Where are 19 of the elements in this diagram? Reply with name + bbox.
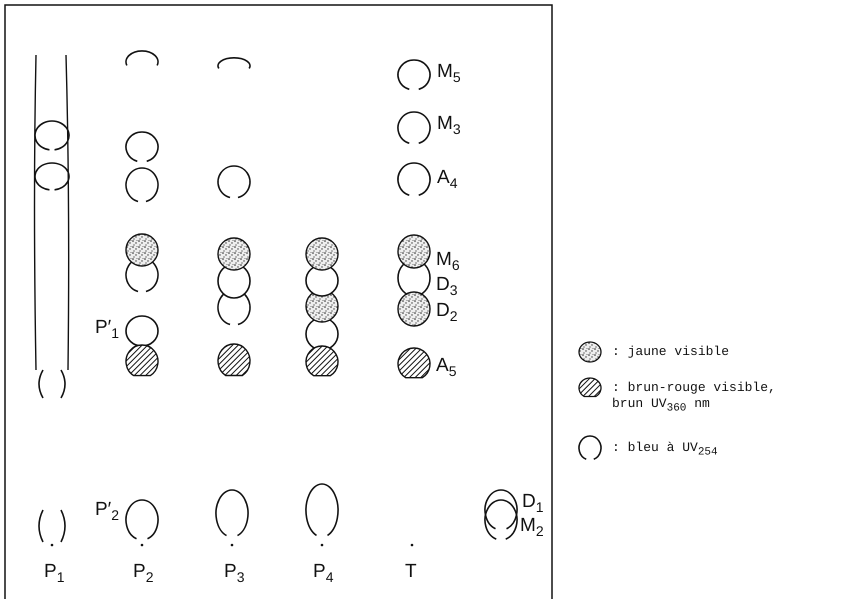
spot-label: D$_{2}$	[436, 301, 458, 326]
spot-label: P′$_{1}$	[95, 318, 120, 343]
spot-label: M$_{6}$	[436, 250, 460, 275]
lane-label: P$_{4}$	[313, 562, 334, 587]
spot-label: M$_{2}$	[520, 516, 544, 541]
spot-label: D$_{1}$	[522, 492, 544, 517]
spot-label: M$_{3}$	[437, 114, 461, 139]
spot-label: A$_{5}$	[436, 356, 456, 381]
spot-label: P′$_{2}$	[95, 500, 120, 525]
legend-text: : bleu à UV$_{254}$	[612, 440, 719, 461]
lane-label: P$_{1}$	[44, 562, 64, 587]
spot-label: D$_{3}$	[436, 275, 458, 300]
spot-label: M$_{5}$	[437, 62, 461, 87]
spot-label: A$_{4}$	[437, 168, 458, 193]
lane-label: P$_{3}$	[224, 562, 244, 587]
lane-label: T	[405, 562, 417, 582]
lane-label: P$_{2}$	[133, 562, 154, 587]
legend-text: : jaune visible	[612, 344, 730, 360]
legend-text: : brun-rouge visible, brun UV$_{360}$ nm	[612, 380, 777, 417]
